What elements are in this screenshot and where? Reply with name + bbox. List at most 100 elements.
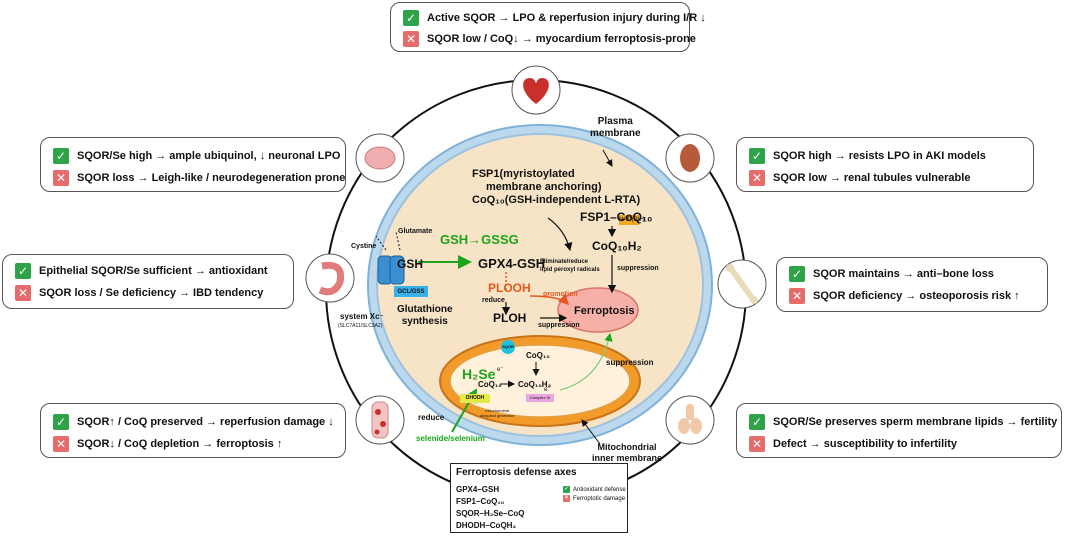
eliminate-line-2: lipid peroxyl radicals [540,267,600,273]
check-icon: ✓ [403,10,419,26]
fsp1-line-1: FSP1(myristoylated [472,168,575,180]
legend-title: Ferroptosis defense axes [456,467,577,478]
electron-label-1: e⁻ [497,367,504,373]
brain-info-box: ✓ SQOR/Se high → ample ubiquinol, ↓ neur… [40,137,346,192]
brain-cross-row: ✕ SQOR loss → Leigh-like / neurodegenera… [53,170,345,186]
mito-inner-line-1: Mitochondrial [597,442,657,452]
bone-check-row: ✓ SQOR maintains → anti–bone loss [789,266,994,282]
brain-cross-text: SQOR loss → Leigh-like / neurodegenerati… [77,172,346,184]
cross-icon: ✕ [53,170,69,186]
eliminate-line-1: Eliminate/reduce [540,259,589,265]
bone-check-text: SQOR maintains → anti–bone loss [813,268,994,280]
plasma-membrane-pointer [602,149,613,167]
cross-icon: ✕ [749,436,765,452]
vessel-cross-text: SQOR↓ / CoQ depletion → ferroptosis ↑ [77,438,283,450]
plooh-promotion-arrow [529,293,570,306]
ferroptosis-label: Ferroptosis [574,305,635,317]
gpx4-gsh-label: GPX4-GSH [478,256,546,271]
vessel-check-text: SQOR↑ / CoQ preserved → reperfusion dama… [77,416,334,428]
fsp1-line-2: membrane anchoring) [486,181,602,193]
gcl-gss-badge [394,286,428,297]
gsh-gssg-label: GSH→GSSG [440,232,519,247]
mito-suppression-arrow [559,332,613,391]
mito-coq10h2-label: CoQ₁₀H₂ [518,380,552,389]
kidney-cross-text: SQOR low → renal tubules vulnerable [773,172,971,184]
brain-check-row: ✓ SQOR/Se high → ample ubiquinol, ↓ neur… [53,148,340,164]
brain-icon [355,133,405,183]
fsp1-eliminate-arrow [547,217,573,252]
heart-check-text: Active SQOR → LPO & reperfusion injury d… [427,12,706,24]
stomach-cross-text: SQOR loss / Se deficiency → IBD tendency [39,287,264,299]
glutamate-label: Glutamate [398,228,433,235]
sqor-badge [501,340,515,354]
cystine-dashed [375,235,387,251]
gsh-label: GSH [397,257,424,271]
fsp1-line-3: CoQ₁₀(GSH-independent L-RTA) [472,194,641,206]
kidney-cross-row: ✕ SQOR low → renal tubules vulnerable [749,170,970,186]
stomach-cross-row: ✕ SQOR loss / Se deficiency → IBD tenden… [15,285,263,301]
kidney-check-text: SQOR high → resists LPO in AKI models [773,150,986,162]
glutamate-dashed [395,231,401,251]
eliminate-label: Eliminate/reduce lipid peroxyl radicals [540,258,600,274]
heart-info-box: ✓ Active SQOR → LPO & reperfusion injury… [390,2,706,52]
fsp1-coq-label: FSP1–CoQ₁₀ [580,210,653,224]
cystine-label: Cystine [351,243,377,250]
check-icon: ✓ [53,148,69,164]
mito-inner-membrane-label: Mitochondrial inner membrane [592,442,662,464]
bone-icon [717,259,767,309]
mito-coq10-left-label: CoQ₁₀ [478,380,502,389]
mito-gen-line-1: mitochondrial [485,408,510,413]
legend-key-cross: ✕ Ferroptotic damage [563,495,625,502]
heart-cross-row: ✕ SQOR low / CoQ↓ → myocardium ferroptos… [403,31,696,47]
check-icon: ✓ [563,486,570,493]
dhodh-badge [460,394,490,403]
plasma-membrane-label: Plasma membrane [590,116,641,139]
reproductive-check-text: SQOR/Se preserves sperm membrane lipids … [773,416,1058,428]
stomach-icon [305,253,355,303]
mito-gen-line-2: ubiquinol generator [480,413,515,418]
glutathione-line-1: Glutathione [397,304,453,315]
promotion-label: promotion [543,291,578,298]
kidney-icon [665,133,715,183]
nadph-badge [619,215,639,225]
glutathione-synthesis-label: Glutathione synthesis [397,304,453,328]
blood-vessel-icon [355,395,405,445]
brain-check-text: SQOR/Se high → ample ubiquinol, ↓ neuron… [77,150,341,162]
stomach-info-box: ✓ Epithelial SQOR/Se sufficient → antiox… [2,254,294,309]
suppression-label-fsp1: suppression [617,265,659,272]
legend-item: DHODH–CoQH₂ [456,521,516,530]
system-xc-label: system Xc⁻ [340,312,384,321]
stomach-check-text: Epithelial SQOR/Se sufficient → antioxid… [39,265,268,277]
system-xc-sub-label: (SLC7A11/SLC3A2) [338,323,383,329]
cross-icon: ✕ [403,31,419,47]
check-icon: ✓ [749,414,765,430]
legend-key-cross-text: Ferroptotic damage [573,495,626,502]
plooh-label: PLOOH [488,281,531,295]
legend: Ferroptosis defense axes GPX4–GSH FSP1–C… [450,463,628,533]
heart-check-row: ✓ Active SQOR → LPO & reperfusion injury… [403,10,706,26]
complex3-badge [526,394,554,402]
check-icon: ✓ [789,266,805,282]
kidney-info-box: ✓ SQOR high → resists LPO in AKI models … [736,137,1034,192]
ferroptosis-cell [557,287,639,333]
coqh2-label: CoQ₁₀H₂ [592,239,642,253]
reproductive-cross-text: Defect → susceptibility to infertility [773,438,957,450]
cross-icon: ✕ [15,285,31,301]
kidney-check-row: ✓ SQOR high → resists LPO in AKI models [749,148,986,164]
selenide-label: selenide/selenium [416,434,485,443]
reduce-mito-label: reduce [418,413,445,422]
sqor-label: SQOR [502,344,514,349]
bone-cross-text: SQOR deficiency → osteoporosis risk ↑ [813,290,1020,302]
legend-key-check: ✓ Antioxidant defense [563,486,626,493]
vessel-cross-row: ✕ SQOR↓ / CoQ depletion → ferroptosis ↑ [53,436,282,452]
suppression-label-ploh: suppression [538,322,580,329]
complex3-label: Complex III [529,395,551,400]
legend-item: SQOR–H₂Se–CoQ [456,509,525,518]
cross-icon: ✕ [789,288,805,304]
reproductive-cross-row: ✕ Defect → susceptibility to infertility [749,436,957,452]
heart-icon [511,65,561,115]
legend-key-check-text: Antioxidant defense [573,486,626,493]
electron-label-2: e⁻ [544,387,551,393]
legend-item: FSP1–CoQ₁₀ [456,497,505,506]
